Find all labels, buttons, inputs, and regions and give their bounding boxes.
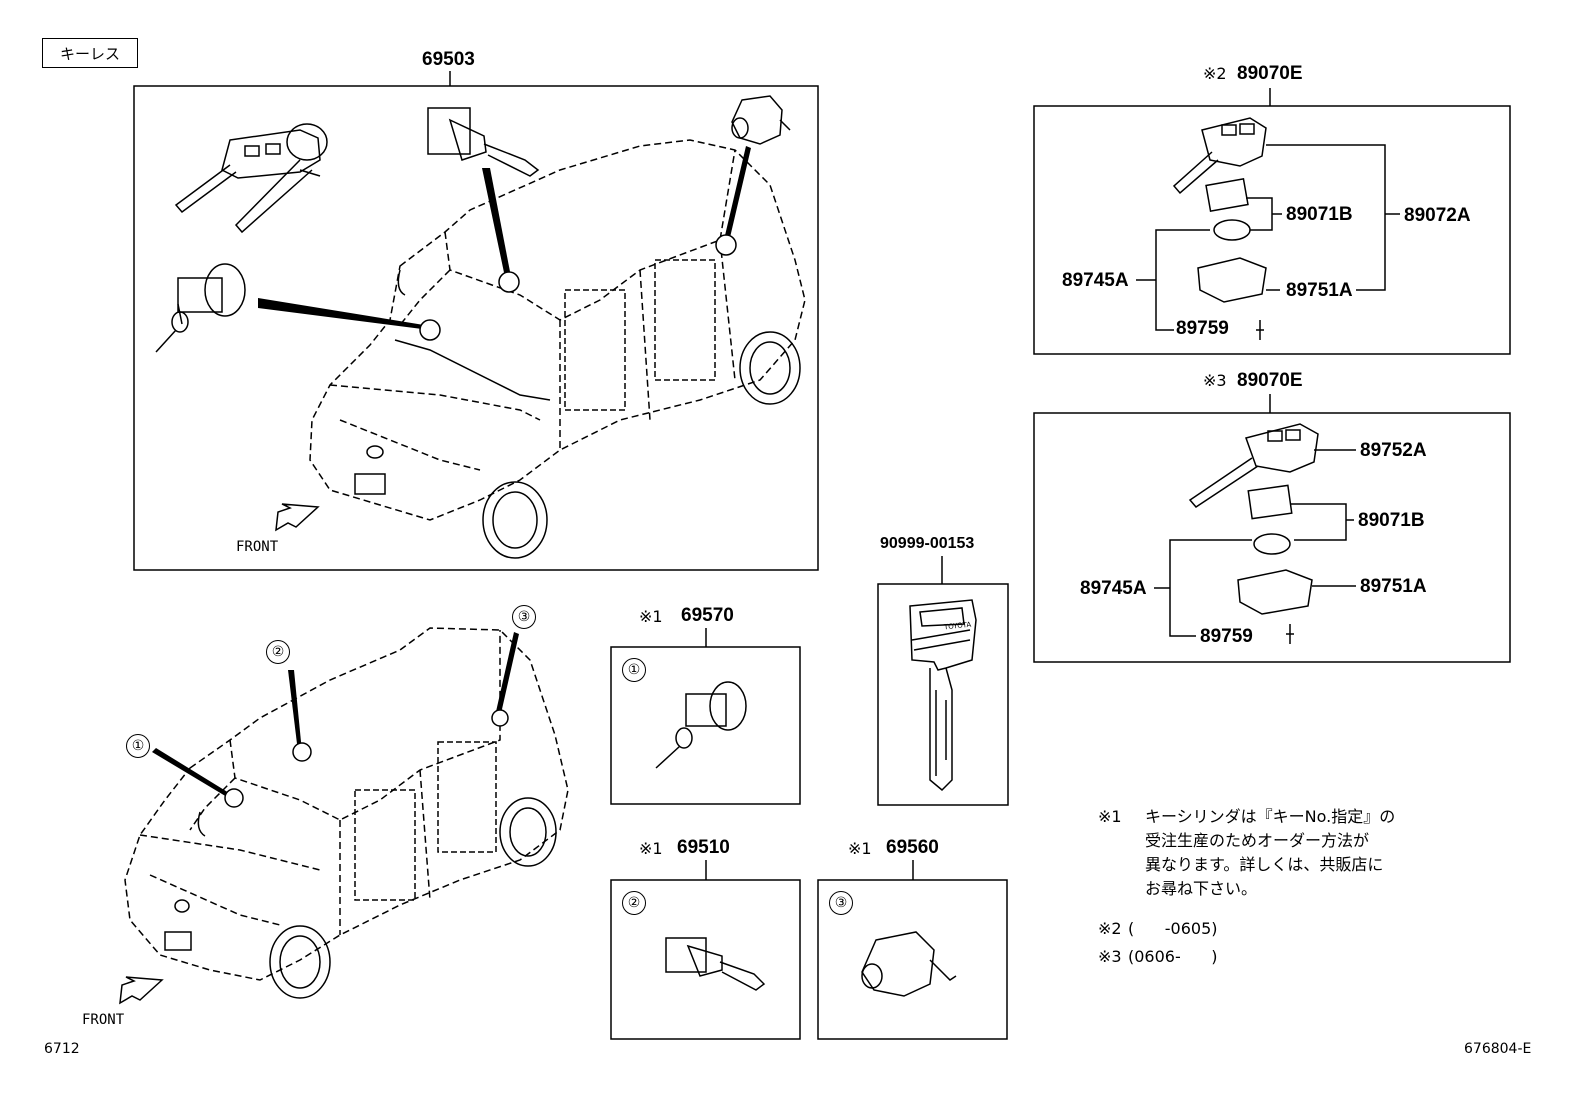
footer-right-code: 676804-E [1464,1041,1532,1057]
note-2-mark: ※2 [1098,919,1122,938]
locator-callout-3[interactable]: ③ [512,605,536,629]
locator-callout-1[interactable]: ① [126,734,150,758]
note-3-mark: ※3 [1098,947,1122,966]
cylinder-2-part-number[interactable]: 69510 [677,837,730,858]
remote-e1-label-89759[interactable]: 89759 [1176,318,1229,339]
back-door-cylinder-69560 [861,931,957,997]
locator-callout-2[interactable]: ② [266,640,290,664]
ignition-cylinder-main [155,263,246,353]
remote-e2-label-89745a[interactable]: 89745A [1080,578,1147,599]
door-cylinder-69510 [665,937,766,991]
locator-car-details [164,741,557,999]
front-arrow-locator [119,976,164,1005]
remote-e2-illustration [1188,423,1319,644]
remote-e2-leaders [1154,449,1356,637]
remote-e2-part-number[interactable]: 89070E [1237,370,1303,391]
front-label-locator: FRONT [82,1012,125,1028]
cylinder-3-callout: ③ [829,891,853,915]
cylinder-3-mark: ※1 [848,839,872,858]
front-arrow-main [275,503,320,532]
main-group-part-number[interactable]: 69503 [422,49,475,70]
key-blank-part-number[interactable]: 90999-00153 [880,535,975,552]
remote-e2-mark: ※3 [1203,371,1227,390]
key-blank-frame [877,583,1009,806]
remote-e1-illustration [1172,117,1267,340]
ignition-cylinder-69570 [655,681,747,769]
cylinder-1-callout: ① [622,658,646,682]
remote-e1-frame [1033,105,1511,355]
note-1-line-1: キーシリンダは『キーNo.指定』の [1145,807,1396,826]
keys-illustration [174,123,328,234]
note-2-text: ( -0605) [1128,919,1218,938]
main-group-frame [133,85,819,571]
cylinder-2-mark: ※1 [639,839,663,858]
remote-e1-mark: ※2 [1203,64,1227,83]
note-1-line-3: 異なります。詳しくは、共販店に [1145,855,1384,874]
cylinder-3-part-number[interactable]: 69560 [886,837,939,858]
remote-e1-label-89071b[interactable]: 89071B [1286,204,1353,225]
cylinder-2-callout: ② [622,891,646,915]
main-car-details [354,259,801,559]
main-car-illustration [309,139,806,521]
note-1-mark: ※1 [1098,807,1122,826]
note-3-text: (0606- ) [1128,947,1218,966]
locator-car-illustration [124,627,569,981]
footer-left-code: 6712 [44,1041,80,1057]
cylinder-1-mark: ※1 [639,607,663,626]
remote-e1-label-89745a[interactable]: 89745A [1062,270,1129,291]
remote-e2-frame [1033,412,1511,663]
remote-e2-label-89752a[interactable]: 89752A [1360,440,1427,461]
remote-e2-label-89751a[interactable]: 89751A [1360,576,1427,597]
remote-e1-label-89072a[interactable]: 89072A [1404,205,1471,226]
back-door-cylinder-main [731,95,791,145]
front-label-main: FRONT [236,539,279,555]
remote-e1-leaders [1136,144,1400,331]
remote-e1-part-number[interactable]: 89070E [1237,63,1303,84]
diagram-title: キーレス [42,38,138,68]
door-lock-cylinder-main [427,107,540,177]
remote-e2-label-89759[interactable]: 89759 [1200,626,1253,647]
remote-e1-label-89751a[interactable]: 89751A [1286,280,1353,301]
key-blank-illustration [909,599,977,792]
note-1-line-4: お尋ね下さい。 [1145,879,1258,898]
remote-e2-label-89071b[interactable]: 89071B [1358,510,1425,531]
note-1-line-2: 受注生産のためオーダー方法が [1145,831,1370,850]
cylinder-1-part-number[interactable]: 69570 [681,605,734,626]
